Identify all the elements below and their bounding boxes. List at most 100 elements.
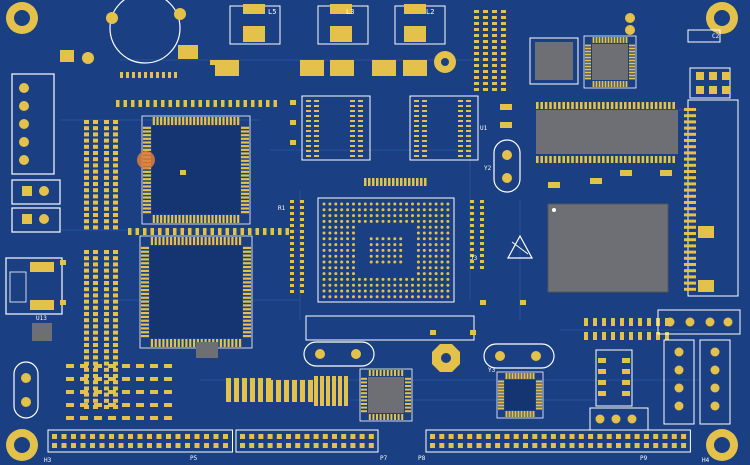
- qfp-pin: [141, 262, 149, 265]
- bga-ball: [434, 208, 438, 212]
- bga-ball: [328, 272, 332, 276]
- header-pin: [113, 200, 118, 205]
- passive-pad: [290, 236, 294, 239]
- bga-ball: [422, 266, 426, 270]
- qfp-pin: [498, 407, 504, 410]
- soic-pin: [654, 156, 658, 163]
- header-pin: [104, 361, 109, 366]
- qfp-pin: [141, 285, 149, 288]
- bga-ball: [428, 231, 432, 235]
- qfp-pin: [625, 37, 628, 43]
- capacitor-pad: [150, 377, 158, 381]
- bga-ball: [428, 277, 432, 281]
- qfp-body: [592, 44, 628, 80]
- qfp-pin: [405, 403, 411, 405]
- qfp-pin: [613, 37, 616, 43]
- passive-pad: [300, 248, 304, 251]
- header-pin: [474, 40, 479, 43]
- resistor-pad: [138, 100, 142, 107]
- header-pin: [113, 330, 118, 335]
- bga-ball: [381, 289, 385, 293]
- tsop-pin: [314, 105, 319, 107]
- header-pin: [84, 380, 89, 385]
- bga-ball: [434, 277, 438, 281]
- soic-pin: [650, 156, 653, 163]
- qfp-pin: [181, 339, 184, 347]
- qfp-pin: [233, 215, 236, 223]
- resistor-pad: [314, 376, 318, 406]
- qfp-pin: [532, 373, 535, 379]
- bga-ball: [422, 260, 426, 264]
- header-p7-pin: [295, 434, 301, 439]
- qfp-pin: [204, 237, 207, 245]
- header-pin: [104, 120, 109, 124]
- header-p9-pin: [541, 434, 547, 439]
- resistor-pad: [326, 376, 330, 406]
- tsop-pin: [422, 130, 427, 132]
- header-p7-pin: [359, 443, 365, 448]
- header-pin: [84, 157, 89, 162]
- header-pin: [113, 169, 118, 174]
- header-pin: [474, 28, 479, 31]
- tsop-pin: [306, 105, 311, 107]
- header-pin: [501, 52, 506, 55]
- passive-pad: [470, 230, 474, 233]
- tsop-pin: [458, 105, 463, 107]
- bga-ball: [416, 219, 420, 223]
- qfp-pin: [536, 407, 542, 410]
- header-pin: [113, 367, 118, 372]
- crystal-y2: Y2: [484, 139, 521, 193]
- tsop-pin: [414, 110, 419, 112]
- header-pin: [113, 188, 118, 193]
- header-pin: [474, 52, 479, 55]
- bga-ball: [340, 254, 344, 258]
- header-pin: [501, 70, 506, 73]
- passive-pad: [480, 248, 484, 251]
- qfp-pin: [520, 373, 523, 379]
- qfp-pin: [514, 373, 517, 379]
- bga-ball: [334, 295, 338, 299]
- qfp-pin: [177, 237, 180, 245]
- header-pin: [113, 386, 118, 391]
- qfp-pin: [526, 373, 529, 379]
- qfp-pin: [171, 215, 174, 223]
- bga-ball: [428, 266, 432, 270]
- soic-pin: [654, 102, 658, 109]
- resistor-pad: [116, 100, 120, 107]
- bga-ball: [411, 277, 414, 281]
- tsop-pin: [414, 120, 419, 122]
- bga-ball: [369, 214, 373, 218]
- header-pin: [113, 206, 118, 211]
- bga-ball: [416, 289, 420, 293]
- bga-ball: [328, 254, 332, 258]
- header-pin: [113, 219, 118, 224]
- passive-pad: [480, 254, 484, 257]
- header-p9-pin: [541, 443, 547, 448]
- bga-ball: [446, 248, 450, 252]
- qfp-pin: [178, 215, 181, 223]
- header-pin: [84, 213, 89, 217]
- qfp-pin: [143, 200, 151, 203]
- resistor-pad: [218, 228, 222, 235]
- soic-pin: [650, 102, 653, 109]
- qfp-pin: [141, 246, 149, 250]
- qfp-pin: [235, 339, 238, 347]
- label-p9: P9: [640, 455, 648, 462]
- header-pin: [93, 305, 98, 310]
- header-pin: [492, 70, 497, 73]
- bga-ball: [416, 231, 420, 235]
- connector-pin: [684, 225, 696, 229]
- passive-pad: [480, 224, 484, 227]
- qfp-pin: [361, 399, 367, 402]
- qfp-pin: [189, 215, 192, 223]
- header-pin: [113, 144, 118, 149]
- qfp-pin: [158, 339, 161, 347]
- capacitor-pad: [136, 377, 144, 381]
- tsop-pin: [458, 110, 463, 112]
- qfp-pin: [536, 386, 542, 389]
- qfp-pin: [241, 141, 249, 144]
- resistor-array-pad: [424, 178, 427, 186]
- resistor-pad: [338, 376, 342, 406]
- qfp-pin: [595, 81, 598, 87]
